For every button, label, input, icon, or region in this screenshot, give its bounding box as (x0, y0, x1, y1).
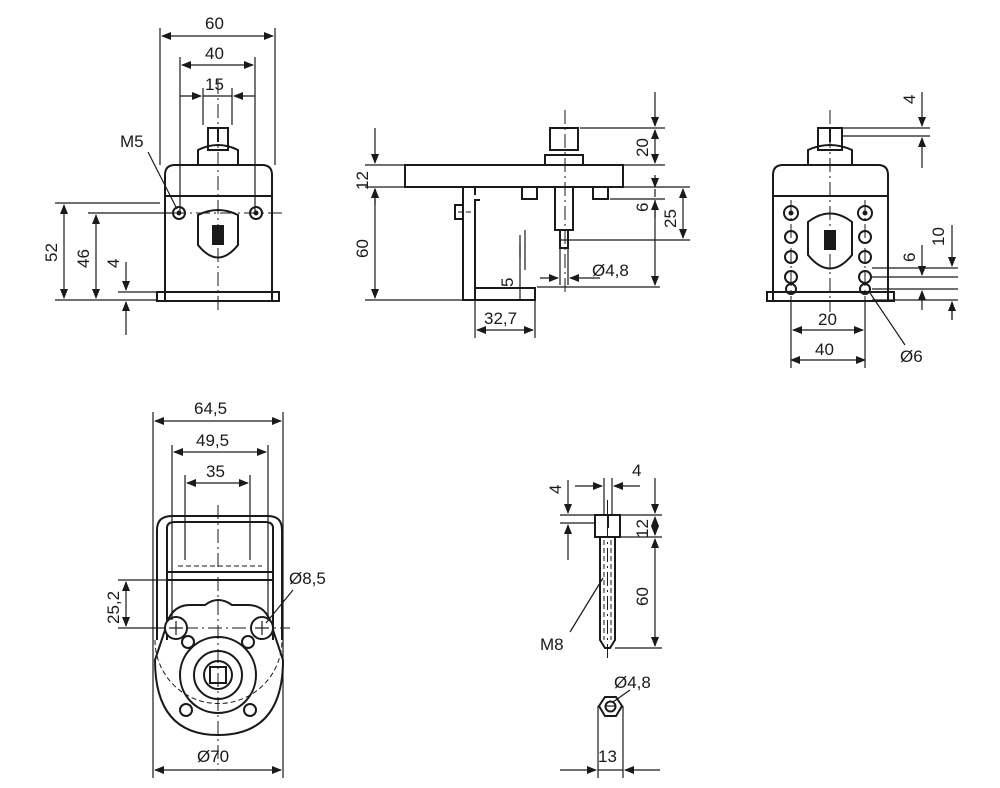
shaft-view: 4 4 12 60 M8 Ø4,8 13 (540, 461, 662, 778)
bottom-width-64-5: 64,5 (194, 399, 227, 418)
side-height-12: 12 (353, 171, 372, 190)
shaft-width-13: 13 (598, 747, 617, 766)
right-width-40: 40 (815, 340, 834, 359)
front-width-15: 15 (205, 75, 224, 94)
right-diameter-6: Ø6 (900, 347, 923, 366)
right-view: 4 10 6 20 40 Ø6 (766, 92, 958, 368)
side-height-20: 20 (633, 138, 652, 157)
side-view: 12 60 20 6 25 5 Ø4,8 32,7 (353, 92, 690, 338)
front-width-60: 60 (205, 14, 224, 33)
shaft-width-4: 4 (632, 461, 641, 480)
front-height-52: 52 (42, 243, 61, 262)
side-diameter-4-8: Ø4,8 (592, 261, 629, 280)
shaft-diameter-4-8: Ø4,8 (614, 673, 651, 692)
shaft-height-60: 60 (633, 587, 652, 606)
bottom-view: 64,5 49,5 35 25,2 Ø8,5 Ø70 (104, 399, 326, 778)
bottom-width-35: 35 (206, 462, 225, 481)
shaft-thread-m8: M8 (540, 635, 564, 654)
right-height-4: 4 (900, 95, 919, 104)
right-width-20: 20 (818, 310, 837, 329)
shaft-height-4: 4 (546, 485, 565, 494)
front-height-4: 4 (104, 259, 123, 268)
side-height-60: 60 (353, 239, 372, 258)
right-height-10: 10 (929, 227, 948, 246)
right-height-6: 6 (900, 253, 919, 262)
shaft-height-12: 12 (633, 519, 652, 538)
front-height-46: 46 (74, 249, 93, 268)
bottom-width-49-5: 49,5 (196, 431, 229, 450)
bottom-diameter-8-5: Ø8,5 (289, 569, 326, 588)
side-height-6: 6 (633, 203, 652, 212)
side-width-32-7: 32,7 (484, 309, 517, 328)
bottom-diameter-70: Ø70 (197, 747, 229, 766)
side-height-25: 25 (661, 209, 680, 228)
side-height-5: 5 (498, 278, 517, 287)
front-thread-m5: M5 (120, 132, 144, 151)
front-width-40: 40 (205, 44, 224, 63)
bottom-height-25-2: 25,2 (104, 591, 123, 624)
front-view: 60 40 15 M5 52 46 4 (42, 14, 285, 335)
